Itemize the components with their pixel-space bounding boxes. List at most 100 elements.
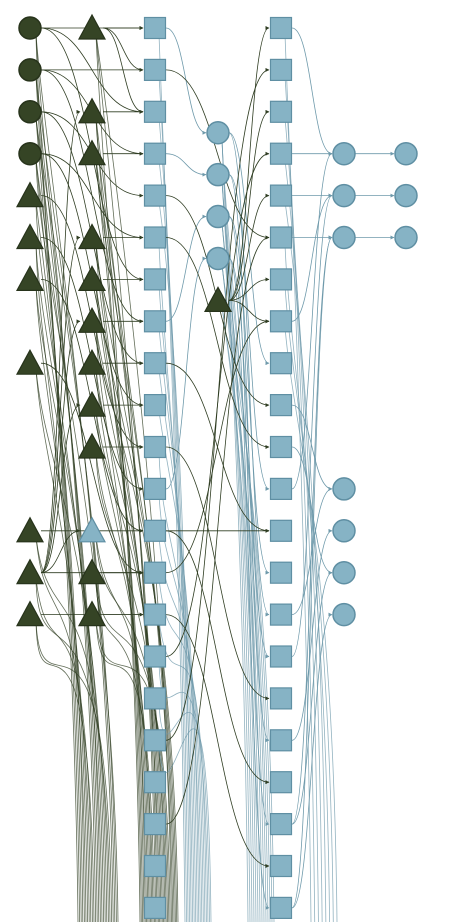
edge	[291, 193, 333, 322]
square-node	[269, 58, 293, 82]
edge	[291, 570, 333, 825]
circle-node	[332, 141, 356, 166]
circle-node	[18, 141, 42, 166]
square-node	[143, 435, 167, 459]
edge	[228, 193, 270, 301]
square-node	[143, 16, 167, 40]
square-node	[269, 645, 293, 668]
bundle-edge	[35, 75, 116, 922]
edge	[102, 27, 144, 72]
square-node	[143, 896, 167, 920]
edge	[228, 109, 270, 301]
square-node	[269, 394, 293, 417]
bundle-edge	[158, 159, 190, 922]
square-node	[269, 352, 293, 375]
triangle-node	[15, 265, 45, 291]
square-node	[269, 771, 293, 794]
square-node	[269, 477, 293, 500]
edge	[228, 258, 270, 659]
triangle-node	[77, 600, 107, 627]
triangle-node	[77, 97, 107, 124]
bundle-edge	[95, 33, 157, 922]
edge	[165, 214, 207, 322]
bundle-edge	[35, 201, 103, 922]
edge	[40, 109, 81, 574]
circle-node	[206, 162, 230, 187]
bundle-edge	[158, 620, 207, 922]
bundle-edge	[158, 201, 192, 922]
bundle-edge	[35, 620, 95, 922]
triangle-node	[77, 13, 107, 40]
square-node	[269, 561, 293, 584]
bundle-edge	[35, 578, 111, 922]
circle-node	[18, 100, 42, 124]
edge	[291, 528, 333, 741]
triangle-node	[15, 558, 45, 585]
edge	[291, 446, 333, 575]
triangle-node	[77, 390, 107, 417]
circle-node	[394, 183, 418, 208]
bundle-edge	[35, 620, 112, 922]
square-node	[269, 687, 293, 710]
bundle-edge	[35, 536, 109, 922]
circle-node	[332, 477, 356, 501]
circle-node	[206, 246, 230, 271]
bundle-edge	[95, 117, 158, 922]
circle-node	[18, 16, 42, 40]
square-node	[143, 142, 167, 165]
edge	[228, 26, 270, 301]
bundle-edge	[284, 159, 323, 922]
bundle-edge	[158, 117, 189, 922]
circle-node	[332, 183, 356, 208]
edge	[165, 67, 270, 741]
square-node	[143, 310, 167, 333]
edge	[228, 277, 270, 301]
bundle-edge	[95, 243, 176, 922]
triangle-node	[77, 139, 107, 166]
bundle-edge	[284, 117, 319, 922]
edge	[40, 362, 144, 575]
square-node	[143, 812, 167, 836]
square-node	[269, 310, 293, 333]
triangle-node	[77, 558, 107, 585]
bundle-edge	[35, 159, 119, 922]
square-node	[143, 394, 167, 417]
edge	[40, 403, 81, 574]
circle-node	[18, 58, 42, 82]
triangle-node	[77, 432, 107, 459]
square-node	[269, 142, 293, 165]
circle-node	[394, 225, 418, 250]
triangle-node	[15, 516, 45, 543]
edge	[165, 69, 270, 240]
edge	[228, 174, 270, 491]
bundle-edge	[35, 243, 104, 922]
square-node	[143, 352, 167, 375]
edge	[40, 235, 81, 574]
edge	[102, 27, 144, 114]
edge	[165, 530, 270, 785]
circle-node	[332, 560, 356, 585]
bundle-edge	[35, 243, 87, 922]
bundle-edge	[35, 117, 100, 922]
square-node	[269, 729, 293, 752]
bundle-edge	[95, 285, 146, 922]
triangle-node	[77, 516, 107, 543]
square-node	[143, 226, 167, 249]
circle-node	[332, 519, 356, 543]
square-node	[143, 687, 167, 710]
edge	[228, 299, 270, 324]
bundle-edge	[35, 33, 114, 922]
square-node	[269, 812, 293, 836]
triangle-node	[77, 348, 107, 375]
triangle-node	[203, 286, 233, 312]
edges	[40, 26, 395, 910]
bundle-edge	[158, 327, 197, 922]
triangle-node	[15, 348, 45, 375]
edge	[291, 27, 333, 156]
square-node	[143, 729, 167, 752]
circle-node	[206, 204, 230, 229]
bundle-edge	[158, 75, 187, 922]
bundle-edge	[95, 327, 147, 922]
bundle-edge	[35, 117, 117, 922]
square-node	[143, 58, 167, 82]
